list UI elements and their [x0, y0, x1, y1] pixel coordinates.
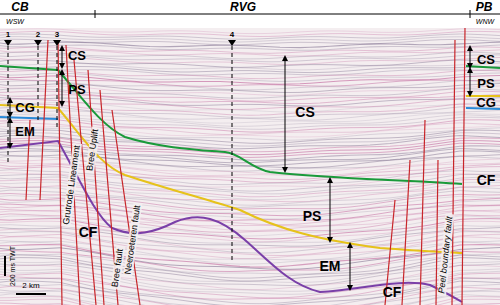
unit-label: PS [477, 77, 494, 91]
scale-label: 2 km [22, 282, 39, 290]
well-markers [4, 40, 236, 46]
reflector-trace [0, 286, 500, 305]
province-name: CB [11, 1, 28, 14]
well-lines [8, 46, 232, 260]
reflector-trace [0, 271, 500, 294]
unit-label: EM [320, 259, 341, 274]
well-number: 1 [6, 31, 10, 39]
distance-scale-bar [16, 293, 46, 295]
seismic-reflectors [0, 29, 500, 305]
reflector-trace [0, 303, 500, 305]
unit-label: CS [477, 53, 495, 67]
scale-label: 200 ms TWT [9, 246, 16, 286]
unit-label: CS [68, 49, 86, 63]
direction-label: WSW [6, 18, 24, 25]
reflector-trace [0, 297, 500, 305]
reflector-trace [0, 37, 500, 42]
province-name: PB [476, 1, 493, 14]
well-number: 3 [55, 31, 59, 39]
reflector-trace [0, 250, 500, 271]
well-number: 4 [230, 31, 234, 39]
unit-label: EM [15, 125, 35, 139]
unit-label: CF [383, 285, 402, 300]
reflector-trace [0, 34, 500, 39]
unit-label: PS [303, 209, 322, 224]
horizon-yellow [0, 105, 462, 253]
unit-label: PS [68, 83, 85, 97]
unit-label: CS [295, 105, 314, 120]
reflector-trace [0, 107, 500, 118]
reflector-trace [0, 104, 500, 115]
reflector-trace [0, 261, 500, 282]
reflector-trace [0, 255, 500, 278]
horizon-blue [0, 117, 58, 119]
header-line [0, 14, 500, 15]
unit-label: CG [15, 101, 35, 115]
reflector-trace [0, 299, 500, 305]
header-tick [95, 10, 96, 18]
direction-label: WNW [476, 18, 494, 25]
unit-label: CF [79, 225, 98, 240]
fault-lines [26, 28, 465, 305]
well-number: 2 [36, 31, 40, 39]
section-ground [0, 28, 500, 305]
unit-label: CG [476, 96, 496, 110]
header-tick [470, 10, 471, 18]
unit-label: CF [477, 173, 496, 188]
province-name: RVG [230, 1, 256, 14]
time-scale-bar [4, 256, 6, 276]
interval-arrows [10, 48, 470, 288]
